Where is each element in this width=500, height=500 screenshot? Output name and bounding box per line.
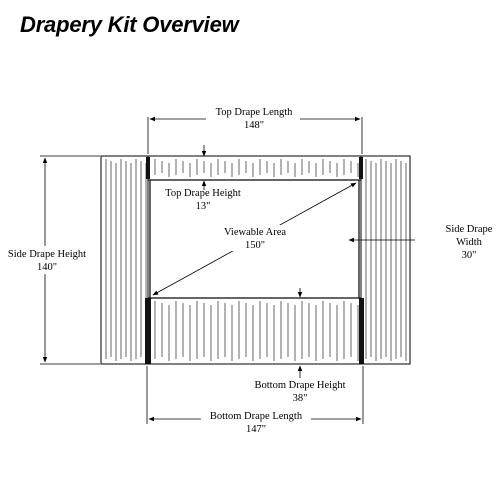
left-side-drape bbox=[100, 155, 149, 365]
side-drape-width-name-line2: Width bbox=[456, 237, 483, 248]
bottom-drape-length-value: 147" bbox=[246, 424, 266, 435]
right-top-drape-edge bbox=[359, 157, 363, 179]
left-bottom-drape-edge bbox=[145, 298, 151, 364]
top-drape-length-value: 148" bbox=[244, 120, 264, 131]
bottom-drape-height-name: Bottom Drape Height bbox=[255, 380, 346, 391]
bottom-drape-height-value: 38" bbox=[293, 393, 308, 404]
top-drape-height-name: Top Drape Height bbox=[165, 188, 241, 199]
left-top-drape-edge bbox=[146, 157, 150, 179]
side-drape-height-dimension: Side Drape Height 140" bbox=[2, 155, 100, 365]
side-drape-height-name: Side Drape Height bbox=[8, 249, 86, 260]
viewable-area-value: 150" bbox=[245, 240, 265, 251]
side-drape-width-value: 30" bbox=[462, 250, 477, 261]
bottom-drape-length-name: Bottom Drape Length bbox=[210, 411, 303, 422]
page-title: Drapery Kit Overview bbox=[20, 12, 239, 37]
viewable-area-dimension: Viewable Area 150" bbox=[152, 182, 357, 296]
bottom-drape-length-dimension: Bottom Drape Length 147" bbox=[146, 366, 364, 435]
viewable-area-name: Viewable Area bbox=[224, 227, 286, 238]
side-drape-height-value: 140" bbox=[37, 262, 57, 273]
top-drape-height-value: 13" bbox=[196, 201, 211, 212]
right-side-drape bbox=[360, 155, 411, 365]
side-drape-width-name-line1: Side Drape bbox=[446, 224, 493, 235]
top-drape bbox=[147, 155, 362, 181]
side-drape-width-dimension: Side Drape Width 30" bbox=[348, 224, 493, 261]
top-drape-length-name: Top Drape Length bbox=[216, 107, 294, 118]
right-bottom-drape-edge bbox=[359, 298, 364, 364]
top-drape-length-dimension: Top Drape Length 148" bbox=[147, 107, 363, 154]
bottom-drape bbox=[147, 297, 362, 365]
bottom-drape-height-dimension: Bottom Drape Height 38" bbox=[255, 288, 346, 404]
